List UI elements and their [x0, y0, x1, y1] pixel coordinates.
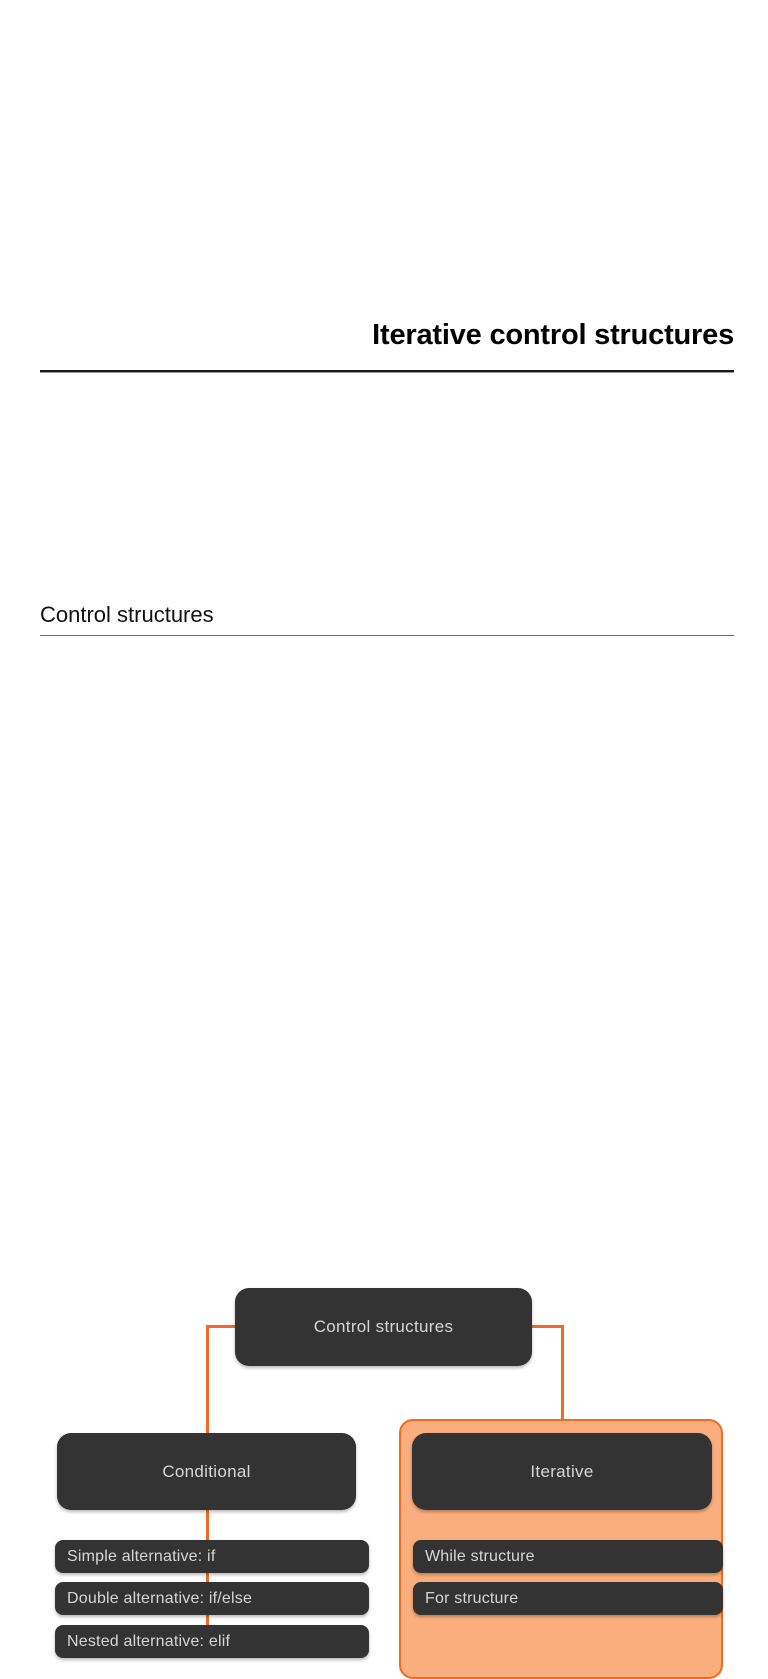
node-double-alternative-if-else[interactable]: Double alternative: if/else: [55, 1582, 369, 1615]
control-structures-diagram: Control structures Conditional Iterative…: [0, 640, 768, 1679]
section-heading: Control structures: [40, 602, 214, 627]
node-control-structures[interactable]: Control structures: [235, 1288, 532, 1366]
section-divider: [40, 635, 734, 637]
node-while-structure[interactable]: While structure: [413, 1540, 723, 1573]
title-divider: [40, 369, 734, 373]
connector-root-to-left: [206, 1325, 238, 1328]
node-iterative[interactable]: Iterative: [412, 1433, 712, 1510]
connector-root-to-right: [529, 1325, 564, 1328]
node-conditional[interactable]: Conditional: [57, 1433, 356, 1510]
connector-left-vertical: [206, 1325, 209, 1437]
node-simple-alternative-if[interactable]: Simple alternative: if: [55, 1540, 369, 1573]
node-nested-alternative-elif[interactable]: Nested alternative: elif: [55, 1625, 369, 1658]
page-title: Iterative control structures: [372, 319, 734, 351]
node-for-structure[interactable]: For structure: [413, 1582, 723, 1615]
section-heading-block: Control structures: [40, 602, 734, 637]
slide-title-block: Iterative control structures: [40, 318, 734, 373]
